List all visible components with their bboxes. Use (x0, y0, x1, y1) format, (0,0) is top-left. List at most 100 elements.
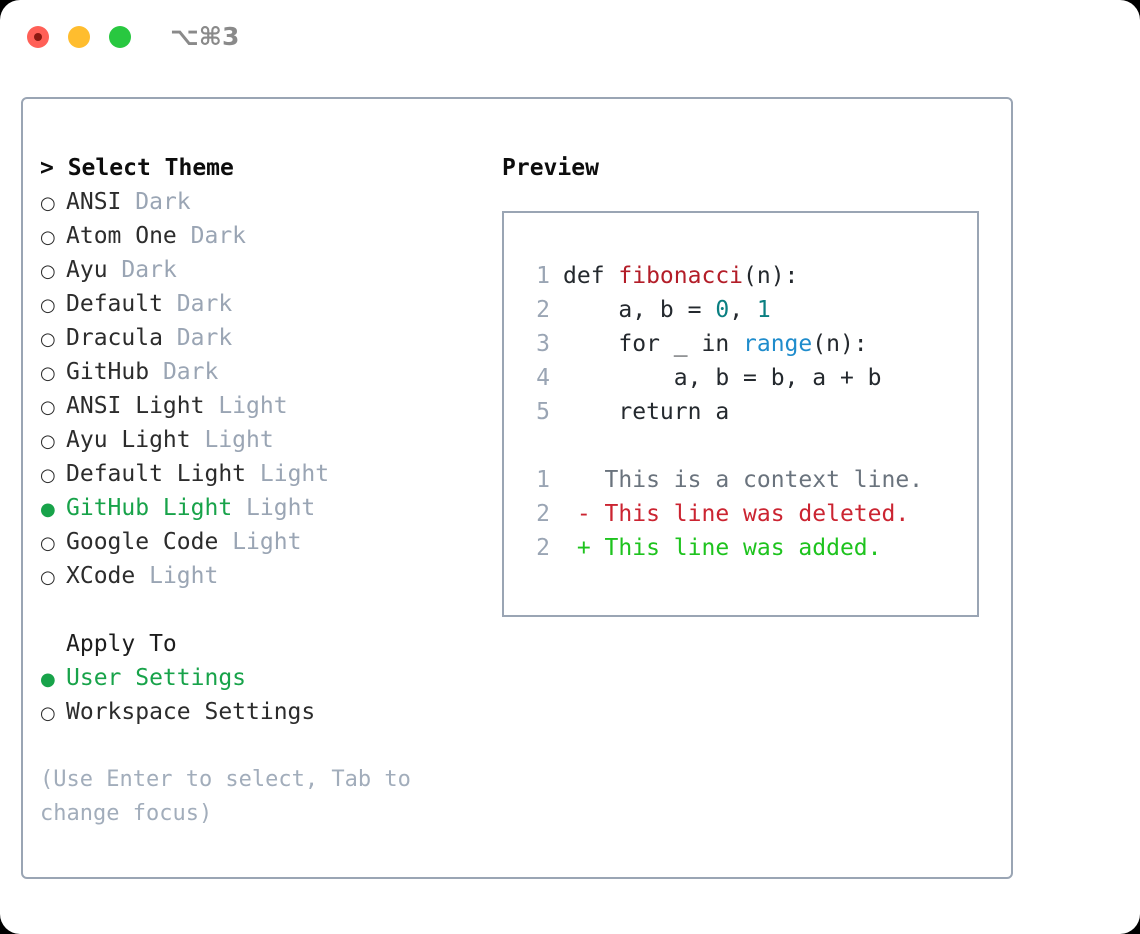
theme-option-label: Ayu Light (66, 427, 191, 453)
code-line: 4 a, b = b, a + b (524, 361, 977, 395)
label-spacer (204, 389, 218, 423)
content-panel: > Select Theme ○ANSI Dark○Atom One Dark○… (21, 97, 1013, 879)
theme-option-label: ANSI (66, 189, 122, 215)
radio-unselected-icon: ○ (40, 261, 56, 282)
apply-to-option-label: Workspace Settings (66, 699, 316, 725)
code-token-builtin: range (743, 331, 813, 357)
theme-variant-badge: Dark (162, 359, 219, 385)
code-token-plain: def (563, 263, 619, 289)
radio-unselected-icon: ○ (40, 465, 56, 486)
code-line: 2 a, b = 0, 1 (524, 293, 977, 327)
theme-variant-badge: Light (246, 495, 316, 521)
code-token-plain: (n): (812, 331, 868, 357)
apply-to-title-label: Apply To (66, 631, 177, 657)
theme-variant-badge: Dark (176, 291, 233, 317)
diff-line-text: - This line was deleted. (563, 501, 910, 527)
apply-to-option-workspace-settings[interactable]: ○ Workspace Settings (40, 695, 490, 729)
code-token-plain: (n): (743, 263, 799, 289)
preview-title: Preview (502, 155, 599, 181)
radio-unselected-icon: ○ (40, 703, 56, 724)
apply-to-title-indent: ○ (40, 629, 66, 663)
theme-option-ayu-light[interactable]: ○ Ayu Light Light (40, 423, 490, 457)
title-bar: ⌥⌘3 (0, 0, 1140, 76)
theme-variant-badge: Light (218, 393, 288, 419)
apply-to-list[interactable]: ● User Settings ○ Workspace Settings (40, 661, 490, 729)
code-line-number: 4 (536, 365, 550, 391)
code-token-num: 0 (715, 297, 730, 323)
theme-variant-badge: Light (204, 427, 274, 453)
code-line: 3 for _ in range(n): (524, 327, 977, 361)
label-spacer (149, 355, 163, 389)
theme-option-xcode[interactable]: ○XCode Light (40, 559, 490, 593)
theme-option-default-light[interactable]: ○ Default Light Light (40, 457, 490, 491)
theme-option-ayu[interactable]: ○ Ayu Dark (40, 253, 490, 287)
label-spacer (191, 423, 205, 457)
code-token-plain: for _ in (563, 331, 744, 357)
diff-line-text: + This line was added. (563, 535, 882, 561)
theme-variant-badge: Dark (121, 257, 177, 283)
apply-to-option-label: User Settings (66, 665, 247, 691)
hint-text: (Use Enter to select, Tab to change focu… (40, 767, 425, 826)
code-line-text: for _ in range(n): (550, 327, 868, 361)
radio-unselected-icon: ○ (40, 329, 56, 350)
apply-to-option-user-settings[interactable]: ● User Settings (40, 661, 490, 695)
radio-unselected-icon: ○ (40, 227, 56, 248)
theme-variant-badge: Dark (176, 325, 233, 351)
label-spacer (163, 321, 177, 355)
theme-option-label: Ayu (66, 257, 108, 283)
theme-list[interactable]: ○ ANSI Dark ○ Atom One Dark ○ Ayu Dark ○ Defaul… (40, 185, 490, 593)
theme-option-label: Atom One (66, 223, 177, 249)
theme-option-label: Default Light (66, 461, 247, 487)
code-line-number: 2 (536, 297, 550, 323)
code-line-number: 3 (536, 331, 550, 357)
theme-option-label: Default (66, 291, 163, 317)
label-spacer (232, 491, 246, 525)
theme-option-github-light[interactable]: ● GitHub Light Light (40, 491, 490, 525)
diff-block: 1 This is a context line.2 - This line w… (524, 463, 977, 565)
close-button[interactable] (27, 26, 49, 48)
theme-variant-badge: Light (149, 563, 219, 589)
theme-option-atom-one[interactable]: ○Atom One Dark (40, 219, 490, 253)
theme-option-ansi[interactable]: ○ ANSI Dark (40, 185, 490, 219)
label-spacer (108, 253, 122, 287)
theme-option-github[interactable]: ○GitHub Dark (40, 355, 490, 389)
label-spacer (177, 219, 191, 253)
radio-unselected-icon: ○ (40, 295, 56, 316)
diff-line-add: 2 + This line was added. (524, 531, 977, 565)
zoom-button[interactable] (109, 26, 131, 48)
code-line-text: a, b = 0, 1 (550, 293, 770, 327)
apply-to-title: ○Apply To (40, 627, 490, 661)
label-spacer (121, 185, 135, 219)
diff-line-number: 2 (536, 501, 550, 527)
diff-line-del: 2 - This line was deleted. (524, 497, 977, 531)
theme-picker-column: > Select Theme ○ANSI Dark○Atom One Dark○… (40, 151, 490, 831)
code-line-text: return a (550, 395, 729, 429)
code-token-plain: a, b = (563, 297, 716, 323)
code-line-text: a, b = b, a + b (550, 361, 882, 395)
code-token-fn: fibonacci (618, 263, 744, 289)
theme-option-label: ANSI Light (66, 393, 205, 419)
radio-selected-icon: ● (40, 499, 56, 520)
theme-option-dracula[interactable]: ○Dracula Dark (40, 321, 490, 355)
radio-unselected-icon: ○ (40, 431, 56, 452)
theme-option-ansi-light[interactable]: ○ANSI Light Light (40, 389, 490, 423)
diff-line-text: This is a context line. (563, 467, 924, 493)
diff-line-ctx: 1 This is a context line. (524, 463, 977, 497)
radio-selected-icon: ● (40, 669, 56, 690)
radio-unselected-icon: ○ (40, 567, 56, 588)
theme-option-default[interactable]: ○ Default Dark (40, 287, 490, 321)
code-line-text: def fibonacci(n): (550, 259, 798, 293)
minimize-button[interactable] (68, 26, 90, 48)
theme-variant-badge: Light (232, 529, 302, 555)
radio-unselected-icon: ○ (40, 363, 56, 384)
theme-option-label: GitHub Light (66, 495, 233, 521)
spacer (40, 593, 490, 627)
theme-variant-badge: Light (259, 461, 330, 487)
label-spacer (163, 287, 177, 321)
theme-variant-badge: Dark (135, 189, 191, 215)
code-line-number: 1 (536, 263, 550, 289)
theme-option-google-code[interactable]: ○Google Code Light (40, 525, 490, 559)
radio-unselected-icon: ○ (40, 193, 56, 214)
